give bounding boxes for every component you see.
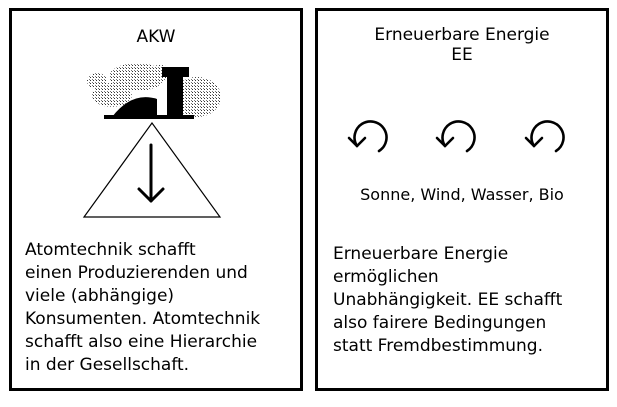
hierarchy-triangle-icon xyxy=(82,121,222,218)
akw-body-line: schafft also eine Hierarchie xyxy=(25,332,258,352)
ee-body-line: also fairere Bedingungen xyxy=(333,313,547,333)
smoke-cloud-icon xyxy=(87,63,221,117)
ee-body-line: Erneuerbare Energie xyxy=(333,244,509,264)
akw-body-line: Konsumenten. Atomtechnik xyxy=(25,309,261,329)
ee-title-line1: Erneuerbare Energie xyxy=(374,25,550,45)
ee-cycle-icons xyxy=(347,120,565,153)
ee-body-line: ermöglichen xyxy=(333,267,439,287)
ee-body-line: statt Fremdbestimmung. xyxy=(333,336,544,356)
akw-body-line: viele (abhängige) xyxy=(25,286,175,306)
ee-sources-caption: Sonne, Wind, Wasser, Bio xyxy=(360,185,564,204)
akw-body-line: Atomtechnik schafft xyxy=(25,240,196,260)
ee-body-line: Unabhängigkeit. EE schafft xyxy=(333,290,563,310)
akw-illustration xyxy=(82,63,222,218)
akw-body-text: Atomtechnik schafft einen Produzierenden… xyxy=(25,239,260,377)
akw-body-line: einen Produzierenden und xyxy=(25,263,248,283)
akw-panel: AKW Atomtec xyxy=(9,8,303,391)
down-arrow-icon xyxy=(137,143,165,203)
ee-panel: Erneuerbare Energie EE Sonne, Wind, Wass… xyxy=(315,8,609,391)
ee-title: Erneuerbare Energie EE xyxy=(318,25,606,65)
cycle-arrow-icon xyxy=(435,120,476,153)
ee-body-text: Erneuerbare Energie ermöglichen Unabhäng… xyxy=(333,243,562,358)
ee-title-line2: EE xyxy=(451,45,473,65)
cycle-arrow-icon xyxy=(347,120,388,153)
nuclear-plant-icon xyxy=(104,67,194,119)
cycle-arrow-icon xyxy=(524,120,565,153)
akw-title: AKW xyxy=(136,27,176,47)
akw-body-line: in der Gesellschaft. xyxy=(25,355,190,375)
